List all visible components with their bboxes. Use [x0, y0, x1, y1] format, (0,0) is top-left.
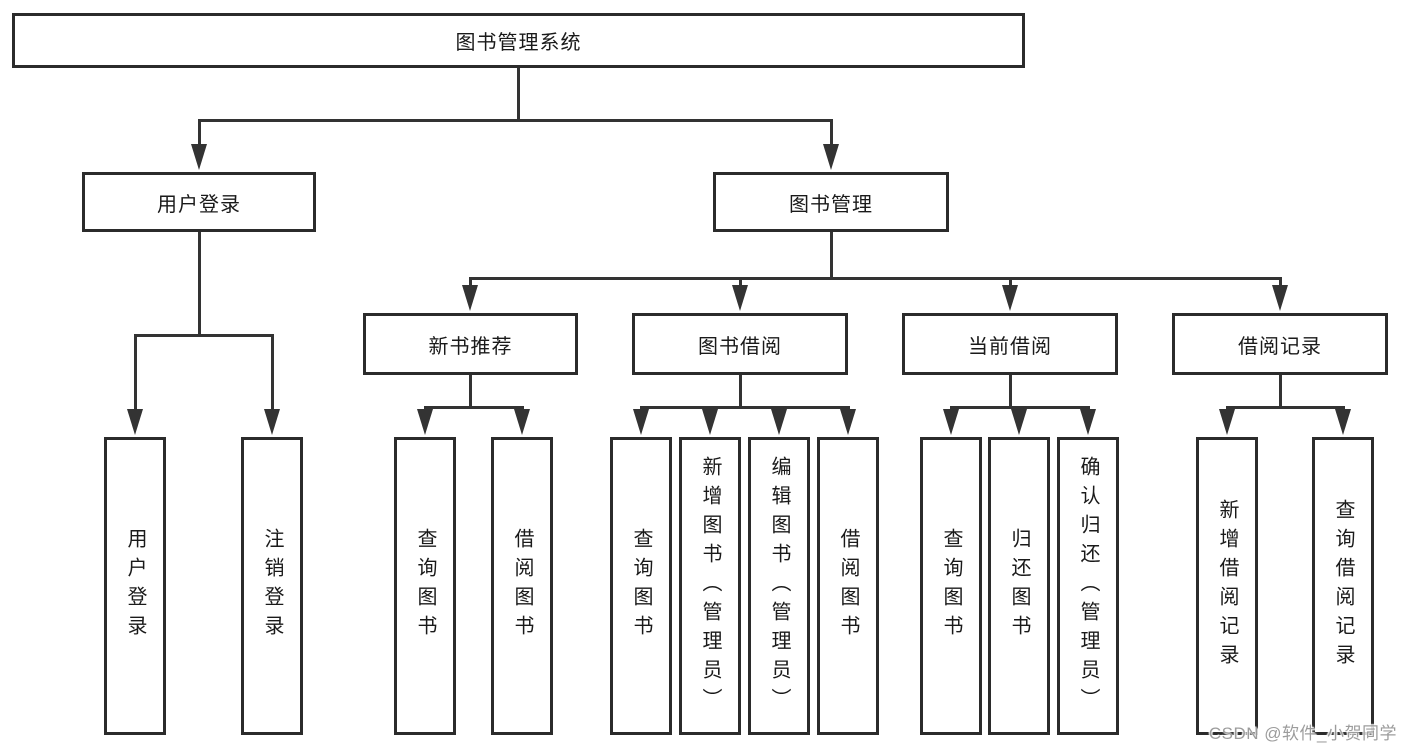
arrow-down-icon [1080, 409, 1096, 435]
node-label: 查询图书 [940, 528, 962, 644]
connector-segment [1008, 278, 1012, 289]
node-label: 查询借阅记录 [1332, 499, 1354, 673]
arrow-down-icon [191, 144, 207, 170]
node-label: 编辑图书（管理员） [768, 455, 790, 717]
node-leaf-query-borrow-record: 查询借阅记录 [1312, 437, 1374, 735]
node-leaf-edit-books-admin: 编辑图书（管理员） [748, 437, 810, 735]
watermark: CSDN @软件_小贺同学 [1208, 724, 1397, 743]
node-current-borrowing: 当前借阅 [902, 313, 1118, 375]
connector-segment [1008, 375, 1012, 409]
arrow-down-icon [732, 285, 748, 311]
node-label: 新书推荐 [428, 335, 513, 358]
arrow-down-icon [840, 409, 856, 435]
arrow-down-icon [1002, 285, 1018, 311]
node-leaf-add-borrow-record: 新增借阅记录 [1196, 437, 1258, 735]
arrow-down-icon [1272, 285, 1288, 311]
node-leaf-query-books-2: 查询图书 [610, 437, 672, 735]
node-label: 图书管理 [789, 193, 873, 216]
connector-segment [1225, 405, 1345, 409]
arrow-down-icon [462, 285, 478, 311]
arrow-down-icon [127, 409, 143, 435]
arrow-down-icon [702, 409, 718, 435]
node-leaf-query-books-1: 查询图书 [394, 437, 456, 735]
connector-segment [197, 120, 201, 148]
connector-segment [516, 68, 520, 122]
connector-segment [639, 405, 850, 409]
node-root: 图书管理系统 [12, 13, 1025, 68]
node-label: 借阅图书 [511, 528, 533, 644]
connector-segment [1278, 375, 1282, 409]
node-label: 查询图书 [630, 528, 652, 644]
node-label: 注销登录 [261, 528, 283, 644]
arrow-down-icon [514, 409, 530, 435]
connector-segment [197, 118, 833, 122]
connector-segment [270, 335, 274, 413]
node-book-management: 图书管理 [713, 172, 949, 232]
arrow-down-icon [633, 409, 649, 435]
connector-segment [738, 278, 742, 289]
arrow-down-icon [771, 409, 787, 435]
node-label: 查询图书 [414, 528, 436, 644]
connector-segment [197, 232, 201, 337]
connector-segment [468, 278, 472, 289]
node-label: 借阅记录 [1238, 335, 1322, 358]
connector-segment [829, 232, 833, 280]
node-leaf-logout: 注销登录 [241, 437, 303, 735]
node-borrow-records: 借阅记录 [1172, 313, 1388, 375]
connector-segment [1278, 278, 1282, 289]
connector-segment [133, 333, 274, 337]
connector-segment [133, 335, 137, 413]
arrow-down-icon [1011, 409, 1027, 435]
node-label: 用户登录 [124, 528, 146, 644]
node-label: 当前借阅 [968, 335, 1052, 358]
node-leaf-query-books-3: 查询图书 [920, 437, 982, 735]
node-label: 图书借阅 [698, 335, 782, 358]
connector-segment [423, 405, 524, 409]
arrow-down-icon [823, 144, 839, 170]
node-leaf-confirm-return-admin: 确认归还（管理员） [1057, 437, 1119, 735]
node-leaf-return-books: 归还图书 [988, 437, 1050, 735]
node-leaf-borrow-books-1: 借阅图书 [491, 437, 553, 735]
node-leaf-user-login: 用户登录 [104, 437, 166, 735]
arrow-down-icon [1335, 409, 1351, 435]
node-new-book-recommend: 新书推荐 [363, 313, 578, 375]
node-user-login: 用户登录 [82, 172, 316, 232]
node-label: 用户登录 [157, 193, 241, 216]
connector-segment [829, 120, 833, 148]
node-leaf-borrow-books-2: 借阅图书 [817, 437, 879, 735]
node-label: 归还图书 [1008, 528, 1030, 644]
node-leaf-add-books-admin: 新增图书（管理员） [679, 437, 741, 735]
arrow-down-icon [417, 409, 433, 435]
arrow-down-icon [1219, 409, 1235, 435]
connector-segment [468, 276, 1282, 280]
node-label: 图书管理系统 [455, 32, 582, 54]
node-label: 借阅图书 [837, 528, 859, 644]
arrow-down-icon [943, 409, 959, 435]
connector-segment [738, 375, 742, 409]
node-label: 新增借阅记录 [1216, 499, 1238, 673]
connector-segment [468, 375, 472, 409]
arrow-down-icon [264, 409, 280, 435]
node-label: 确认归还（管理员） [1077, 455, 1099, 717]
node-label: 新增图书（管理员） [699, 455, 721, 717]
node-book-borrowing: 图书借阅 [632, 313, 848, 375]
